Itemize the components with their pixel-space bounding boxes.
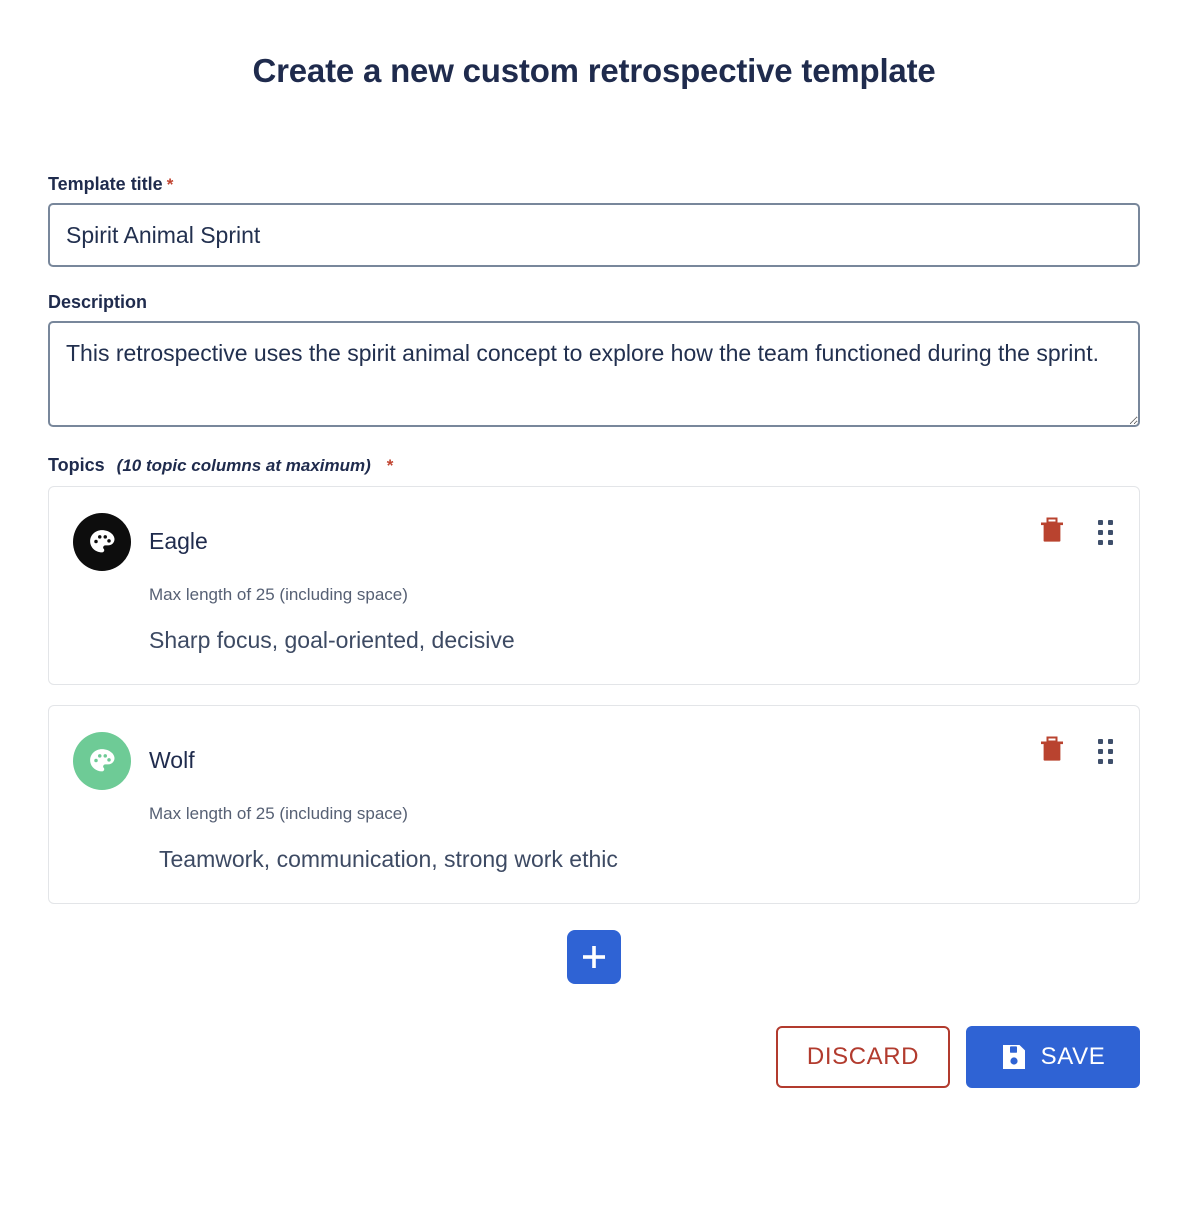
description-textarea[interactable] (48, 321, 1140, 427)
template-title-input[interactable] (48, 203, 1140, 267)
drag-dot (1108, 749, 1113, 754)
required-asterisk: * (166, 175, 174, 194)
page-title: Create a new custom retrospective templa… (252, 52, 936, 89)
topic-description-input[interactable]: Sharp focus, goal-oriented, decisive (149, 627, 515, 653)
topics-label: Topics (48, 455, 105, 475)
topic-card: Eagle Max length of 25 (including space)… (48, 486, 1140, 685)
template-title-label: Template title* (48, 174, 1140, 195)
topic-header-row: Eagle (73, 513, 1115, 571)
topic-header-row: Wolf (73, 732, 1115, 790)
drag-dot (1098, 759, 1103, 764)
drag-dot (1108, 520, 1113, 525)
add-topic-button[interactable] (567, 930, 621, 984)
topic-drag-handle[interactable] (1098, 520, 1113, 545)
drag-dot (1098, 540, 1103, 545)
discard-button[interactable]: DISCARD (776, 1026, 950, 1088)
topic-name-hint: Max length of 25 (including space) (149, 585, 408, 604)
save-button[interactable]: SAVE (966, 1026, 1140, 1088)
drag-dot (1098, 520, 1103, 525)
topic-delete-button[interactable] (1040, 517, 1064, 548)
add-topic-row (48, 930, 1140, 984)
topic-description-input[interactable]: Teamwork, communication, strong work eth… (159, 846, 618, 872)
floppy-save-icon (1002, 1045, 1025, 1069)
topic-drag-handle[interactable] (1098, 739, 1113, 764)
topic-actions (1040, 736, 1113, 767)
topics-required-asterisk: * (386, 456, 394, 475)
trash-icon (1041, 517, 1063, 542)
trash-icon (1041, 736, 1063, 761)
palette-icon (90, 749, 115, 772)
drag-dot (1108, 759, 1113, 764)
drag-dot (1098, 530, 1103, 535)
drag-dot (1108, 739, 1113, 744)
save-button-label: SAVE (1040, 1043, 1106, 1070)
description-label: Description (48, 292, 148, 312)
form-actions: DISCARD SAVE (48, 1026, 1140, 1088)
drag-dot (1108, 530, 1113, 535)
topic-color-swatch[interactable] (73, 513, 131, 571)
topic-card: Wolf Max length of 25 (including space) … (48, 705, 1140, 904)
topic-delete-button[interactable] (1040, 736, 1064, 767)
topic-actions (1040, 517, 1113, 548)
template-title-label-text: Template title (48, 174, 163, 194)
template-title-field-group: Template title* (48, 174, 1140, 267)
topics-header: Topics (10 topic columns at maximum) * (48, 455, 1140, 476)
plus-icon (583, 946, 605, 968)
topic-color-swatch[interactable] (73, 732, 131, 790)
drag-dot (1098, 749, 1103, 754)
palette-icon (90, 530, 115, 553)
topic-name-input[interactable]: Eagle (149, 527, 208, 554)
drag-dot (1108, 540, 1113, 545)
topics-hint: (10 topic columns at maximum) (116, 456, 371, 475)
topic-name-hint: Max length of 25 (including space) (149, 804, 408, 823)
description-field-group: Description (48, 292, 1140, 427)
topic-name-input[interactable]: Wolf (149, 746, 195, 773)
drag-dot (1098, 739, 1103, 744)
